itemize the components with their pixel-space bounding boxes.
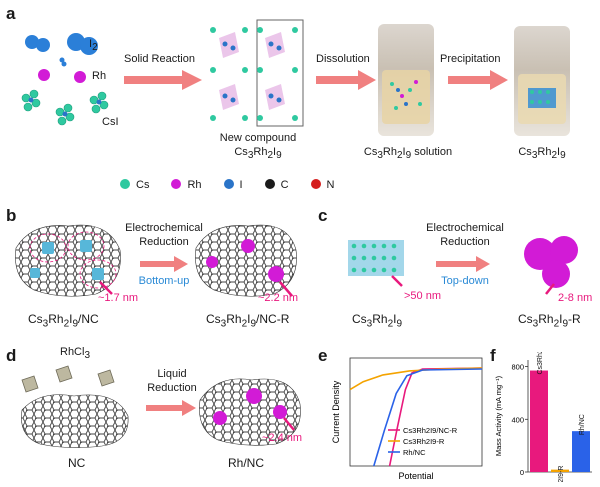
legend-rh: Rh [171, 179, 202, 191]
bar-0 [530, 370, 548, 472]
nc-sheet-with-rhcl3 [21, 365, 129, 448]
panel-e-label: e [318, 346, 328, 365]
name-c-left: Cs3Rh2I9 [352, 312, 403, 330]
bar-label-1: Cs3Rh2I9-R [558, 466, 565, 482]
x-axis-label: Potential [398, 471, 433, 481]
csi-label: CsI [102, 116, 119, 128]
solution-label: Cs3Rh2I9 solution [363, 146, 453, 162]
nc-sheet-with-clusters [15, 224, 121, 297]
y-tick-label-1: 400 [511, 415, 524, 424]
series-line-1 [349, 367, 483, 391]
rh-particles [524, 236, 578, 295]
size-c-left: >50 nm [404, 290, 441, 302]
panel-c-label: c [318, 206, 328, 225]
b-arrow-line1: Electrochemical [125, 222, 203, 234]
precipitate-vial-liquid [518, 74, 566, 124]
arrow-precipitation-label: Precipitation [440, 53, 501, 65]
name-d-left: NC [68, 456, 86, 470]
element-legend: Cs Rh I C N [120, 177, 450, 193]
c-arrow-line2: Reduction [440, 236, 490, 248]
precipitate-label: Cs3Rh2I9 [518, 146, 566, 162]
size-c-right: 2-8 nm [558, 292, 593, 304]
crystal-structure [210, 19, 304, 127]
legend-label-1: Cs3Rh2I9-R [403, 437, 445, 446]
d-arrow [146, 400, 196, 416]
rh-label: Rh [92, 70, 107, 82]
y-axis-label: Mass Activity (mA mg⁻¹) [494, 375, 503, 456]
legend-i: I [223, 179, 243, 191]
b-arrow-line2: Reduction [139, 236, 189, 248]
y-tick-label-0: 0 [520, 468, 524, 477]
legend-label-0: Cs3Rh2I9/NC-R [403, 426, 458, 435]
arrow-dissolution [316, 70, 376, 90]
arrow-solid-reaction [124, 70, 202, 90]
b-arrow [140, 256, 188, 272]
b-arrow-sub: Bottom-up [138, 275, 190, 287]
name-b-right: Cs3Rh2I9/NC-R [206, 312, 290, 330]
bar-2 [572, 431, 590, 472]
name-b-left: Cs3Rh2I9/NC [28, 312, 99, 330]
bar-label-0: Cs3Rh2I9/NC-R [537, 352, 544, 375]
legend-cs: Cs [120, 179, 149, 191]
y-axis-label: Current Density [331, 380, 341, 443]
legend-n: N [310, 179, 334, 191]
plot-frame [349, 357, 483, 467]
bulk-crystal [348, 240, 404, 287]
y-tick-label-2: 800 [511, 363, 524, 372]
arrow-precipitation [448, 70, 508, 90]
name-d-right: Rh/NC [228, 456, 265, 470]
solution-vial-liquid [382, 70, 430, 124]
panel-b-label: b [6, 206, 17, 225]
panel-a-label: a [6, 4, 16, 23]
arrow-solid-reaction-label: Solid Reaction [124, 53, 195, 65]
size-b-left: ~1.7 nm [98, 292, 139, 304]
name-c-right: Cs3Rh2I9-R [518, 312, 581, 330]
size-d: ~2.4 nm [262, 432, 303, 444]
arrow-dissolution-label: Dissolution [316, 53, 370, 65]
bar-label-2: Rh/NC [579, 414, 586, 435]
size-b-right: ~2.2 nm [258, 292, 299, 304]
bar-1 [551, 469, 569, 472]
d-arrow-line1: Liquid [157, 368, 187, 380]
i2-label: I2 [89, 38, 98, 54]
compound-formula: Cs3Rh2I9 [234, 146, 282, 162]
legend-label-2: Rh/NC [403, 448, 426, 457]
nc-r-sheet [195, 224, 297, 297]
reactants-illustration [21, 33, 109, 126]
c-arrow-line1: Electrochemical [426, 222, 504, 234]
compound-line1: New compound [219, 132, 297, 144]
series-line-2 [373, 368, 483, 467]
c-arrow [436, 256, 490, 272]
rh-nc-sheet [199, 378, 301, 446]
c-arrow-sub: Top-down [441, 275, 489, 287]
d-arrow-line2: Reduction [147, 382, 197, 394]
panel-f-label: f [490, 346, 496, 365]
rhcl3-label: RhCl3 [60, 346, 91, 362]
legend-c: C [264, 179, 289, 191]
panel-d-label: d [6, 346, 17, 365]
